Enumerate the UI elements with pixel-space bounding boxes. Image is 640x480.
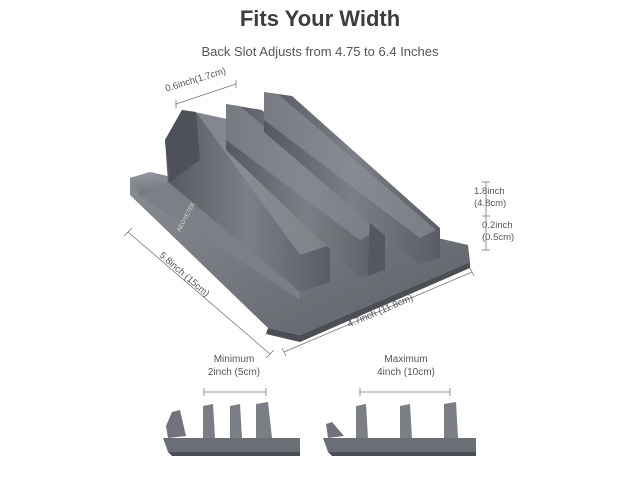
height-b-label: 0.2inch — [482, 220, 513, 231]
stand-maximum-variant — [323, 402, 476, 456]
maximum-label: Maximum — [384, 354, 428, 365]
laptop-stand-main — [130, 92, 470, 342]
stand-minimum-variant — [163, 402, 300, 456]
maximum-value: 4inch (10cm) — [377, 367, 435, 378]
page-subtitle: Back Slot Adjusts from 4.75 to 6.4 Inche… — [201, 44, 439, 59]
page-title: Fits Your Width — [239, 6, 401, 31]
dimension-lines — [123, 80, 490, 396]
minimum-value: 2inch (5cm) — [207, 367, 261, 378]
minimum-label: Minimum — [213, 354, 255, 365]
height-b-cm-label: (0.5cm) — [482, 232, 515, 243]
height-a-cm-label: (4.8cm) — [474, 198, 507, 209]
height-a-label: 1.8inch — [474, 186, 505, 197]
